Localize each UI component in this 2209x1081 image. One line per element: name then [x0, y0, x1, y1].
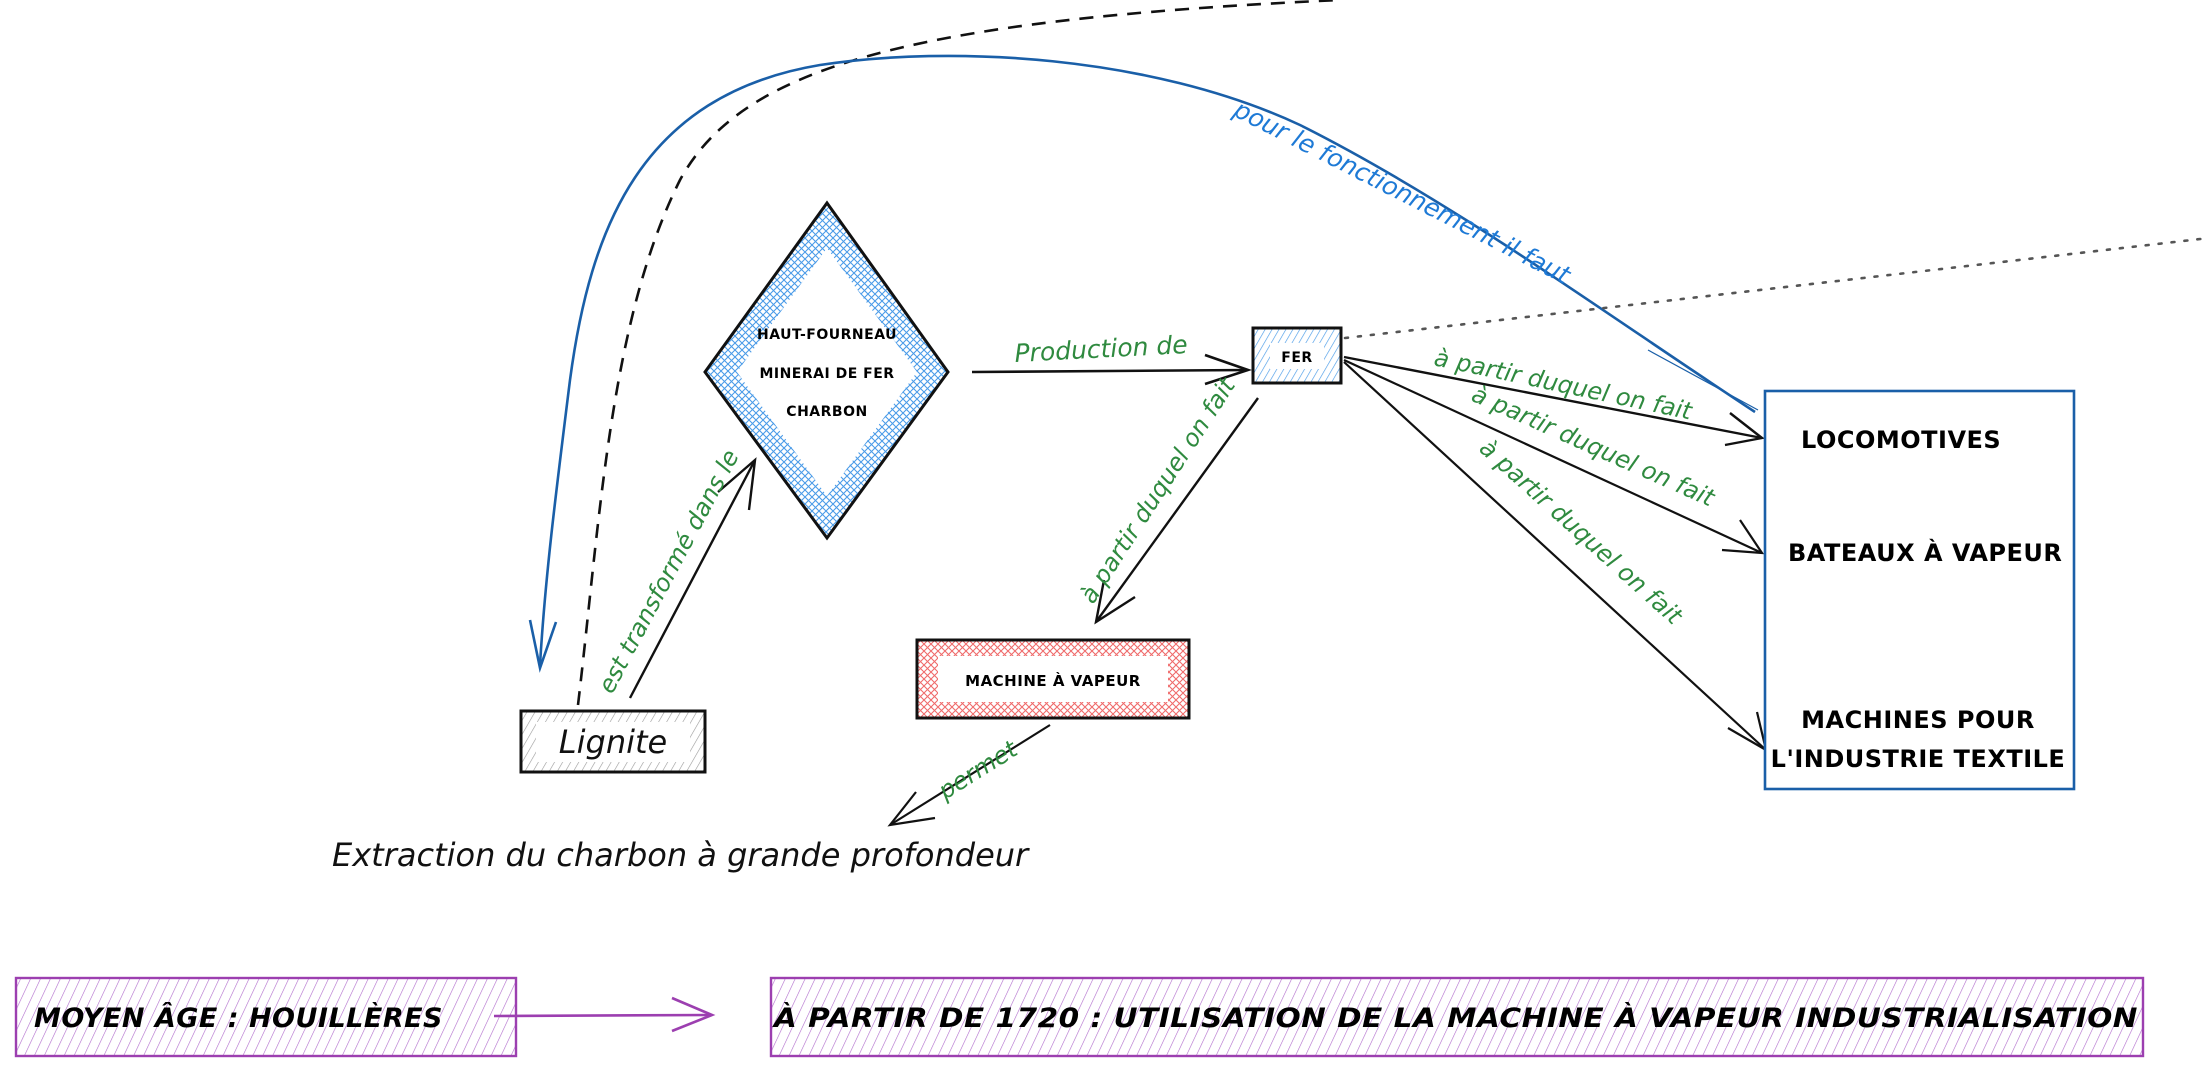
haut-fourneau-line-1: HAUT-FOURNEAU — [757, 327, 897, 343]
arrow-lignite-to-fourneau — [628, 459, 757, 699]
product-bateaux: BATEAUX À VAPEUR — [1788, 538, 2062, 567]
extraction-text[interactable]: Extraction du charbon à grande profondeu… — [332, 836, 1030, 874]
lignite-node[interactable]: Lignite — [519, 709, 707, 774]
machine-vapeur-node[interactable]: MACHINE À VAPEUR — [915, 638, 1191, 720]
label-fer-locomotives: à partir duquel on fait — [1432, 343, 1696, 425]
haut-fourneau-line-3: CHARBON — [786, 404, 867, 420]
label-est-transforme: est transformé dans le — [593, 445, 745, 698]
fer-node[interactable]: FER — [1251, 326, 1343, 385]
label-fer-machine: à partir duquel on fait — [1075, 372, 1242, 609]
haut-fourneau-node[interactable]: HAUT-FOURNEAU MINERAI DE FER CHARBON — [703, 200, 950, 541]
label-fonctionnement: pour le fonctionnement il faut — [1228, 94, 1576, 290]
label-permet: permet — [932, 734, 1023, 805]
arrow-fer-to-machine — [1095, 397, 1259, 623]
machine-vapeur-label: MACHINE À VAPEUR — [965, 671, 1141, 690]
haut-fourneau-line-2: MINERAI DE FER — [759, 366, 894, 382]
arrow-timeline — [493, 1013, 713, 1018]
blue-arrowhead — [528, 619, 558, 673]
moyen-age-node[interactable]: MOYEN ÂGE : HOUILLÈRES — [14, 976, 518, 1058]
lignite-label: Lignite — [559, 723, 667, 761]
products-node[interactable]: LOCOMOTIVES BATEAUX À VAPEUR MACHINES PO… — [1763, 389, 2076, 791]
arrow-machine-to-extraction — [889, 724, 1051, 826]
fer-label: FER — [1281, 350, 1312, 366]
dotted-connector — [1343, 236, 2209, 340]
arrow-fer-to-bateaux — [1343, 359, 1763, 554]
label-production-de: Production de — [1014, 330, 1188, 368]
partir-1720-node[interactable]: À PARTIR DE 1720 : UTILISATION DE LA MAC… — [769, 976, 2145, 1058]
dashed-connector — [576, 0, 1341, 706]
arrow-fer-to-textile — [1343, 361, 1767, 751]
moyen-age-label: MOYEN ÂGE : HOUILLÈRES — [34, 1002, 443, 1034]
product-locomotives: LOCOMOTIVES — [1801, 426, 2001, 454]
product-machines-line-2: L'INDUSTRIE TEXTILE — [1771, 745, 2066, 773]
arrow-fourneau-to-fer — [971, 368, 1249, 374]
arrow-fer-to-locomotives — [1343, 355, 1763, 440]
partir-1720-label: À PARTIR DE 1720 : UTILISATION DE LA MAC… — [772, 1002, 2138, 1034]
product-machines-line-1: MACHINES POUR — [1801, 706, 2035, 734]
blue-feedback-arrow — [538, 54, 1756, 666]
